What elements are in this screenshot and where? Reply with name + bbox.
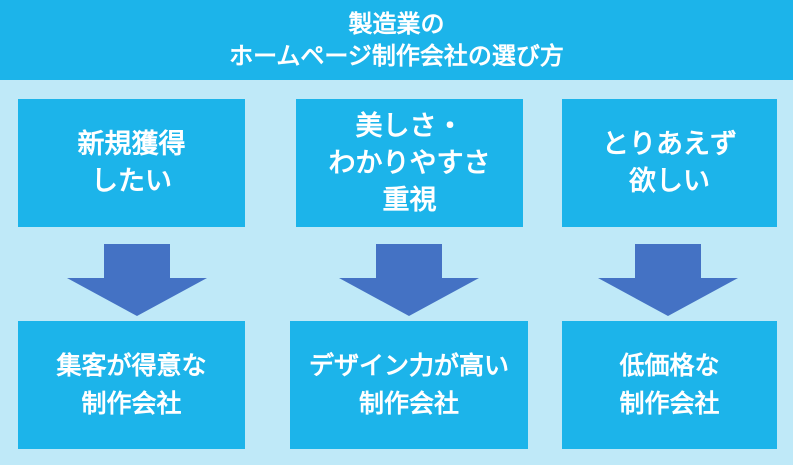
need-text: わかりやすさ bbox=[328, 147, 491, 179]
result-text: デザイン力が高い bbox=[308, 351, 509, 380]
need-text: とりあえず bbox=[602, 129, 737, 160]
arrow-down-icon bbox=[339, 244, 479, 316]
result-text: 制作会社 bbox=[358, 389, 459, 418]
result-box-marketing-firm: 集客が得意な 制作会社 bbox=[18, 321, 245, 449]
result-box-design-firm: デザイン力が高い 制作会社 bbox=[290, 321, 528, 449]
need-box-just-want: とりあえず 欲しい bbox=[562, 99, 777, 227]
header-title-line-1: 製造業の bbox=[348, 10, 445, 38]
result-text: 集客が得意な bbox=[56, 351, 207, 380]
need-text: したい bbox=[91, 166, 172, 197]
result-text: 低価格な bbox=[619, 351, 720, 380]
need-text: 新規獲得 bbox=[77, 129, 186, 160]
result-text: 制作会社 bbox=[81, 389, 182, 418]
need-text: 欲しい bbox=[629, 166, 710, 197]
need-text: 重視 bbox=[382, 184, 437, 216]
need-text: 美しさ・ bbox=[355, 110, 464, 142]
result-text: 制作会社 bbox=[619, 389, 720, 418]
header-title-line-2: ホームページ制作会社の選び方 bbox=[229, 42, 564, 70]
arrow-down-icon bbox=[598, 244, 738, 316]
need-box-new-acquisition: 新規獲得 したい bbox=[18, 99, 245, 227]
arrow-down-icon bbox=[67, 244, 207, 316]
diagram-header: 製造業の ホームページ制作会社の選び方 bbox=[0, 0, 793, 80]
result-box-low-price-firm: 低価格な 制作会社 bbox=[562, 321, 777, 449]
need-box-design: 美しさ・ わかりやすさ 重視 bbox=[296, 99, 523, 227]
